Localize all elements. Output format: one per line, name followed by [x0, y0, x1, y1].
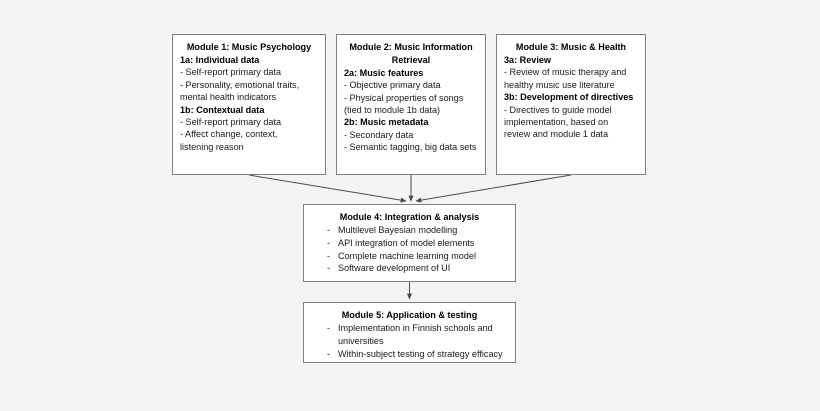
- list-item: - Complete machine learning model: [314, 250, 505, 263]
- list-item: - Multilevel Bayesian modelling: [314, 224, 505, 237]
- list-item: - Implementation in Finnish schools and …: [314, 322, 505, 348]
- module-5-bullet-2: Within-subject testing of strategy effic…: [338, 348, 503, 359]
- module-4-title: Module 4: Integration & analysis: [339, 212, 480, 222]
- module-2-title-line-2: Retrieval: [391, 54, 431, 65]
- module-5-bullet-list: - Implementation in Finnish schools and …: [314, 322, 505, 360]
- module-5-title: Module 5: Application & testing: [341, 310, 478, 320]
- module-2-section-2b-line-1: - Secondary data: [344, 129, 414, 140]
- module-3-title: Module 3: Music & Health: [515, 42, 627, 52]
- list-item: - Within-subject testing of strategy eff…: [314, 348, 505, 361]
- module-3-section-3a-heading: 3a: Review: [504, 54, 552, 65]
- module-3-section-3b-heading: 3b: Development of directives: [504, 92, 634, 103]
- list-item: - API integration of model elements: [314, 237, 505, 250]
- module-3-box[interactable]: Module 3: Music & Health 3a: Review - Re…: [496, 34, 646, 175]
- module-4-bullet-1: Multilevel Bayesian modelling: [338, 224, 458, 235]
- module-1-section-1a-line-2: - Personality, emotional traits,: [180, 79, 300, 90]
- module-4-bullet-list: - Multilevel Bayesian modelling - API in…: [314, 224, 505, 275]
- module-2-box[interactable]: Module 2: Music Information Retrieval 2a…: [336, 34, 486, 175]
- module-4-box[interactable]: Module 4: Integration & analysis - Multi…: [303, 204, 516, 282]
- module-2-section-2a-line-3: (tied to module 1b data): [344, 105, 441, 116]
- list-item: - Software development of UI: [314, 262, 505, 275]
- module-2-section-2a-line-2: - Physical properties of songs: [344, 92, 464, 103]
- module-1-title: Module 1: Music Psychology: [186, 42, 312, 52]
- bullet-dash-icon: -: [327, 224, 331, 235]
- module-2-section-2a-line-1: - Objective primary data: [344, 80, 441, 91]
- module-5-box[interactable]: Module 5: Application & testing - Implem…: [303, 302, 516, 363]
- module-4-bullet-4: Software development of UI: [338, 263, 451, 274]
- connector-module1-to-module4: [248, 174, 407, 203]
- module-2-section-2b-line-2: - Semantic tagging, big data sets: [344, 142, 477, 153]
- module-1-section-1b-line-2: - Affect change, context,: [180, 129, 278, 140]
- module-4-bullet-3: Complete machine learning model: [338, 250, 476, 261]
- module-1-section-1a-heading: 1a: Individual data: [180, 54, 260, 65]
- bullet-dash-icon: -: [327, 250, 331, 261]
- module-3-section-3b-line-2: implementation, based on: [504, 116, 609, 127]
- module-4-bullet-2: API integration of model elements: [338, 237, 475, 248]
- module-3-section-3a-line-2: healthy music use literature: [504, 79, 615, 90]
- bullet-dash-icon: -: [327, 348, 331, 359]
- module-2-section-2b-heading: 2b: Music metadata: [344, 117, 429, 128]
- module-1-section-1b-line-1: - Self-report primary data: [180, 116, 282, 127]
- bullet-dash-icon: -: [327, 237, 331, 248]
- module-1-section-1a-line-1: - Self-report primary data: [180, 67, 282, 78]
- module-1-section-1b-line-3: listening reason: [180, 141, 244, 152]
- module-1-section-1b-heading: 1b: Contextual data: [180, 104, 265, 115]
- bullet-dash-icon: -: [327, 322, 331, 333]
- module-2-section-2a-heading: 2a: Music features: [344, 67, 424, 78]
- module-1-box[interactable]: Module 1: Music Psychology 1a: Individua…: [172, 34, 326, 175]
- bullet-dash-icon: -: [327, 263, 331, 274]
- module-3-section-3b-line-1: - Directives to guide model: [504, 104, 612, 115]
- module-3-section-3a-line-1: - Review of music therapy and: [504, 67, 627, 78]
- module-5-bullet-1: Implementation in Finnish schools and un…: [338, 322, 493, 346]
- module-3-section-3b-line-3: review and module 1 data: [504, 129, 609, 140]
- module-1-section-1a-line-3: mental health indicators: [180, 92, 277, 103]
- module-2-title-line-1: Module 2: Music Information: [349, 42, 473, 52]
- connector-module3-to-module4: [415, 174, 572, 203]
